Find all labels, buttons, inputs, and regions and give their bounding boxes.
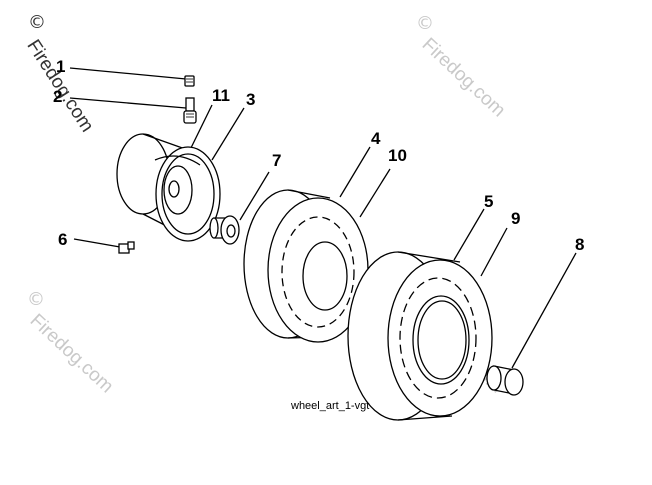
spacer-washer xyxy=(209,215,240,245)
callout-6: 6 xyxy=(58,230,68,249)
grease-fitting xyxy=(118,241,135,254)
leader-line-3 xyxy=(211,107,245,161)
callout-2: 2 xyxy=(53,87,63,106)
copyright-icon: © xyxy=(416,13,434,34)
valve-cap xyxy=(184,75,195,87)
leader-line-7 xyxy=(239,171,270,221)
callout-11: 11 xyxy=(212,86,230,105)
callout-5: 5 xyxy=(484,192,494,211)
callout-3: 3 xyxy=(246,90,256,109)
leader-line-11 xyxy=(187,104,213,155)
bushing xyxy=(486,365,524,396)
callout-10: 10 xyxy=(388,146,407,165)
leader-line-8 xyxy=(511,252,577,369)
callout-1: 1 xyxy=(56,57,66,76)
rear-tire xyxy=(347,251,493,421)
callout-7: 7 xyxy=(272,151,282,170)
callout-9: 9 xyxy=(511,209,521,228)
leader-line-6 xyxy=(73,238,121,248)
leader-line-1 xyxy=(69,67,187,80)
leader-line-4 xyxy=(339,146,371,198)
front-tire xyxy=(243,189,369,343)
valve-stem xyxy=(183,97,197,124)
callout-4: 4 xyxy=(371,129,381,148)
callout-8: 8 xyxy=(575,235,585,254)
leader-line-2 xyxy=(69,97,187,109)
copyright-icon: © xyxy=(28,12,46,33)
leader-line-9 xyxy=(480,227,508,277)
leader-line-5 xyxy=(453,208,485,261)
leader-line-10 xyxy=(359,168,391,218)
diagram-caption: wheel_art_1-vgt xyxy=(291,400,370,412)
wheel-rim xyxy=(116,133,221,242)
copyright-icon: © xyxy=(27,289,45,310)
